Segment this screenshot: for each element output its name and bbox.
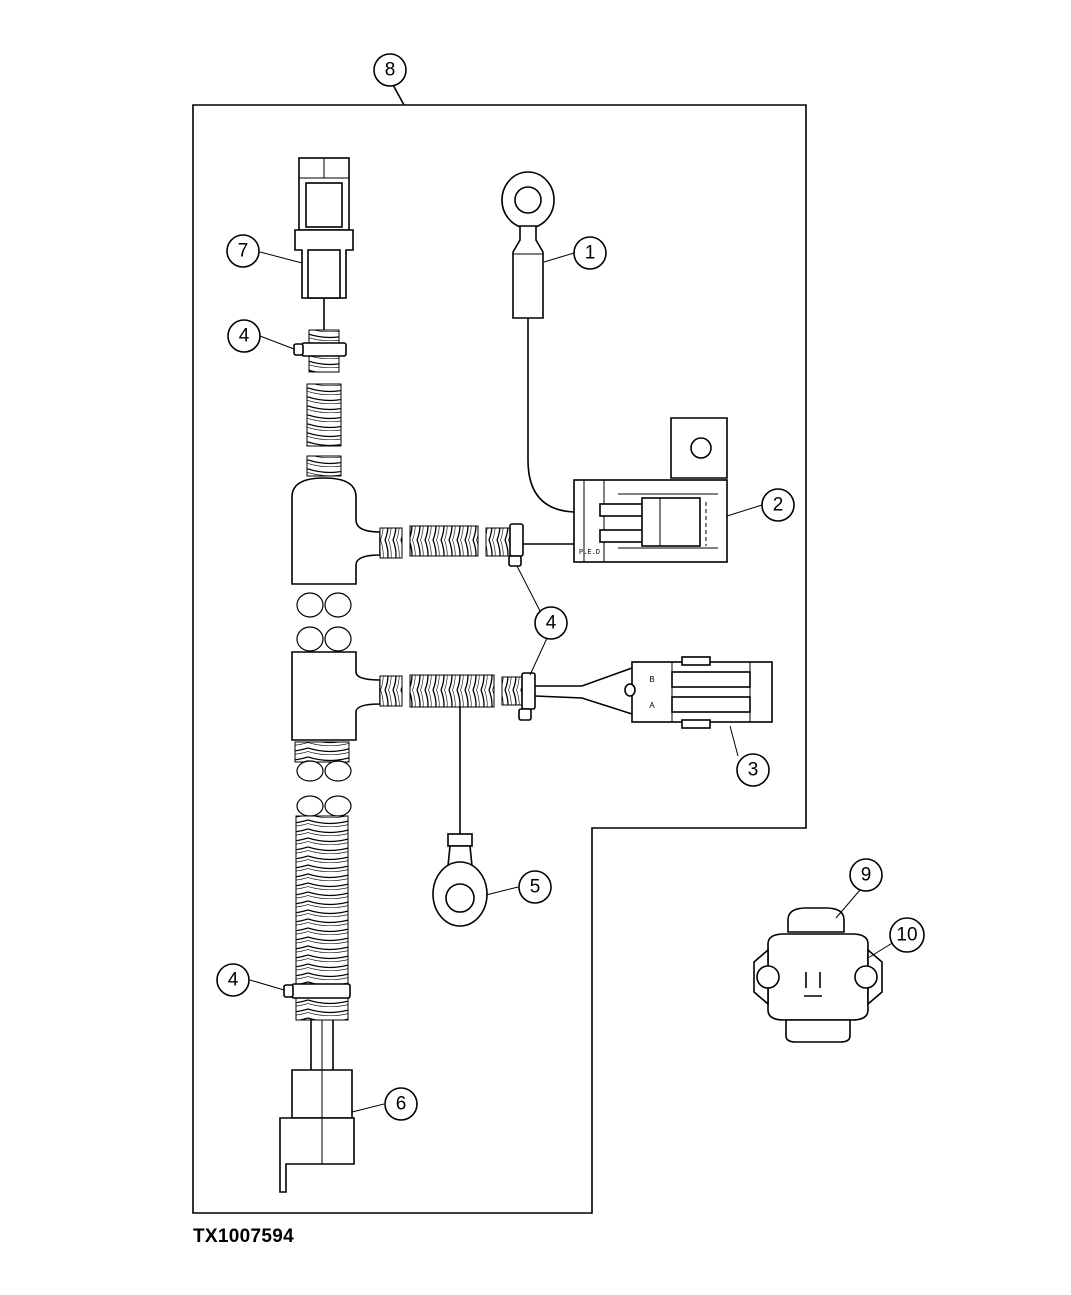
connector-3: B A (624, 656, 773, 729)
lower-junction (291, 651, 381, 782)
svg-text:6: 6 (396, 1094, 407, 1115)
svg-text:4: 4 (546, 613, 557, 634)
middle-coils (296, 626, 352, 652)
svg-text:7: 7 (238, 241, 249, 262)
callout-7: 7 (226, 234, 260, 268)
svg-text:1: 1 (585, 243, 596, 264)
svg-text:10: 10 (896, 925, 917, 946)
lower-branch-coil (379, 667, 633, 834)
relay-connector-2: P.E.D (573, 417, 728, 563)
callout-2: 2 (761, 488, 795, 522)
callout-10: 10 (889, 917, 925, 953)
svg-text:9: 9 (861, 865, 872, 886)
callout-1: 1 (573, 236, 607, 270)
svg-text:4: 4 (228, 970, 239, 991)
svg-text:4: 4 (239, 326, 250, 347)
connector-6 (279, 1069, 355, 1193)
callout-4-middle: 4 (534, 606, 568, 640)
callout-9: 9 (849, 858, 883, 892)
upper-branch-coil (379, 523, 574, 567)
plug-mark-b: B (649, 675, 654, 684)
svg-text:2: 2 (773, 495, 784, 516)
connector-9-10 (753, 907, 883, 1043)
leader-lines (249, 251, 895, 1113)
ring-terminal-5 (432, 833, 488, 927)
upper-coil (293, 329, 347, 477)
svg-text:8: 8 (385, 60, 396, 81)
connector-7 (294, 157, 354, 330)
harness-boundary (192, 104, 807, 1214)
callout-6: 6 (384, 1087, 418, 1121)
callout-8: 8 (373, 53, 407, 87)
callout-4-lower: 4 (216, 963, 250, 997)
relay-mark: P.E.D (579, 549, 600, 557)
callout-3: 3 (736, 753, 770, 787)
plug-mark-a: A (649, 701, 655, 710)
callout-5: 5 (518, 870, 552, 904)
svg-text:3: 3 (748, 760, 759, 781)
figure-id: TX1007594 (193, 1226, 294, 1247)
callout-4-upper: 4 (227, 319, 261, 353)
ring-terminal-1 (501, 171, 575, 513)
lower-coil (283, 795, 352, 1070)
svg-text:5: 5 (530, 877, 541, 898)
upper-junction (291, 477, 381, 618)
